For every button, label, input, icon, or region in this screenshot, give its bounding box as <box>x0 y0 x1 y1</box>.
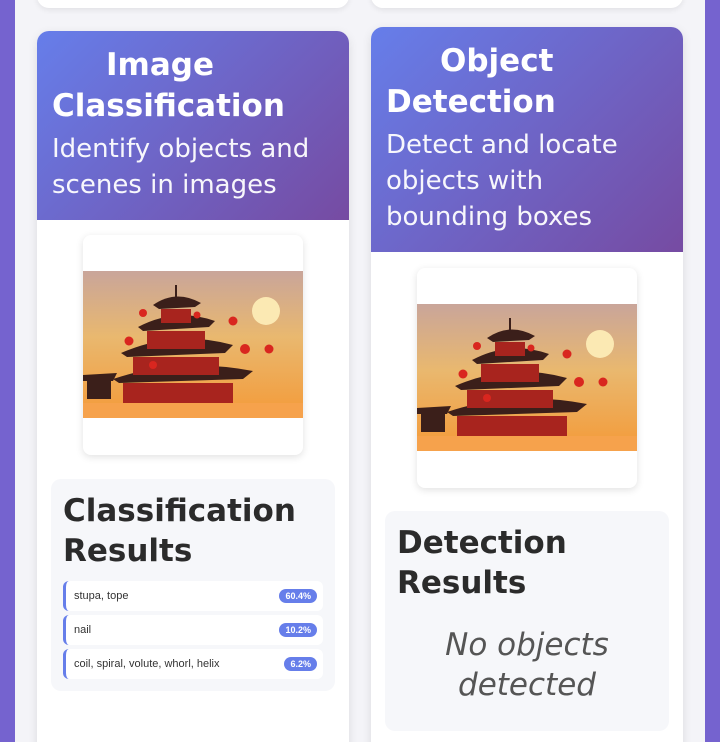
result-label: nail <box>74 624 92 636</box>
detection-image <box>417 268 637 488</box>
classification-header: Image Classification Identify objects an… <box>37 31 349 220</box>
classification-results-list: stupa, tope 60.4% nail 10.2% coil, spira… <box>63 581 323 679</box>
classification-results-title: Classification Results <box>63 493 296 569</box>
result-score-badge: 10.2% <box>279 623 317 637</box>
result-item: stupa, tope 60.4% <box>63 581 323 611</box>
classification-title: Image Classification <box>52 47 285 124</box>
pagoda-sunset-image <box>83 271 303 418</box>
result-label: coil, spiral, volute, whorl, helix <box>74 658 220 670</box>
result-item: nail 10.2% <box>63 615 323 645</box>
detection-title: Object Detection <box>386 43 556 120</box>
classification-card: Image Classification Identify objects an… <box>37 31 349 742</box>
classification-image <box>83 235 303 455</box>
detection-results-panel: Detection Results No objects detected <box>385 511 669 731</box>
result-score-badge: 6.2% <box>284 657 317 671</box>
detection-subtitle: Detect and locate objects with bounding … <box>386 130 618 232</box>
detection-results-title: Detection Results <box>397 525 567 601</box>
result-item: coil, spiral, volute, whorl, helix 6.2% <box>63 649 323 679</box>
result-label: stupa, tope <box>74 590 129 602</box>
detection-card: Object Detection Detect and locate objec… <box>371 27 683 742</box>
classification-results-panel: Classification Results stupa, tope 60.4%… <box>51 479 335 691</box>
classification-subtitle: Identify objects and scenes in images <box>52 134 310 200</box>
detection-header: Object Detection Detect and locate objec… <box>371 27 683 252</box>
pagoda-sunset-image <box>417 304 637 451</box>
page-container: Image Classification Identify objects an… <box>15 0 705 742</box>
result-score-badge: 60.4% <box>279 589 317 603</box>
no-objects-message: No objects detected <box>445 627 609 703</box>
previous-card-right <box>371 0 683 8</box>
previous-card-left <box>37 0 349 8</box>
